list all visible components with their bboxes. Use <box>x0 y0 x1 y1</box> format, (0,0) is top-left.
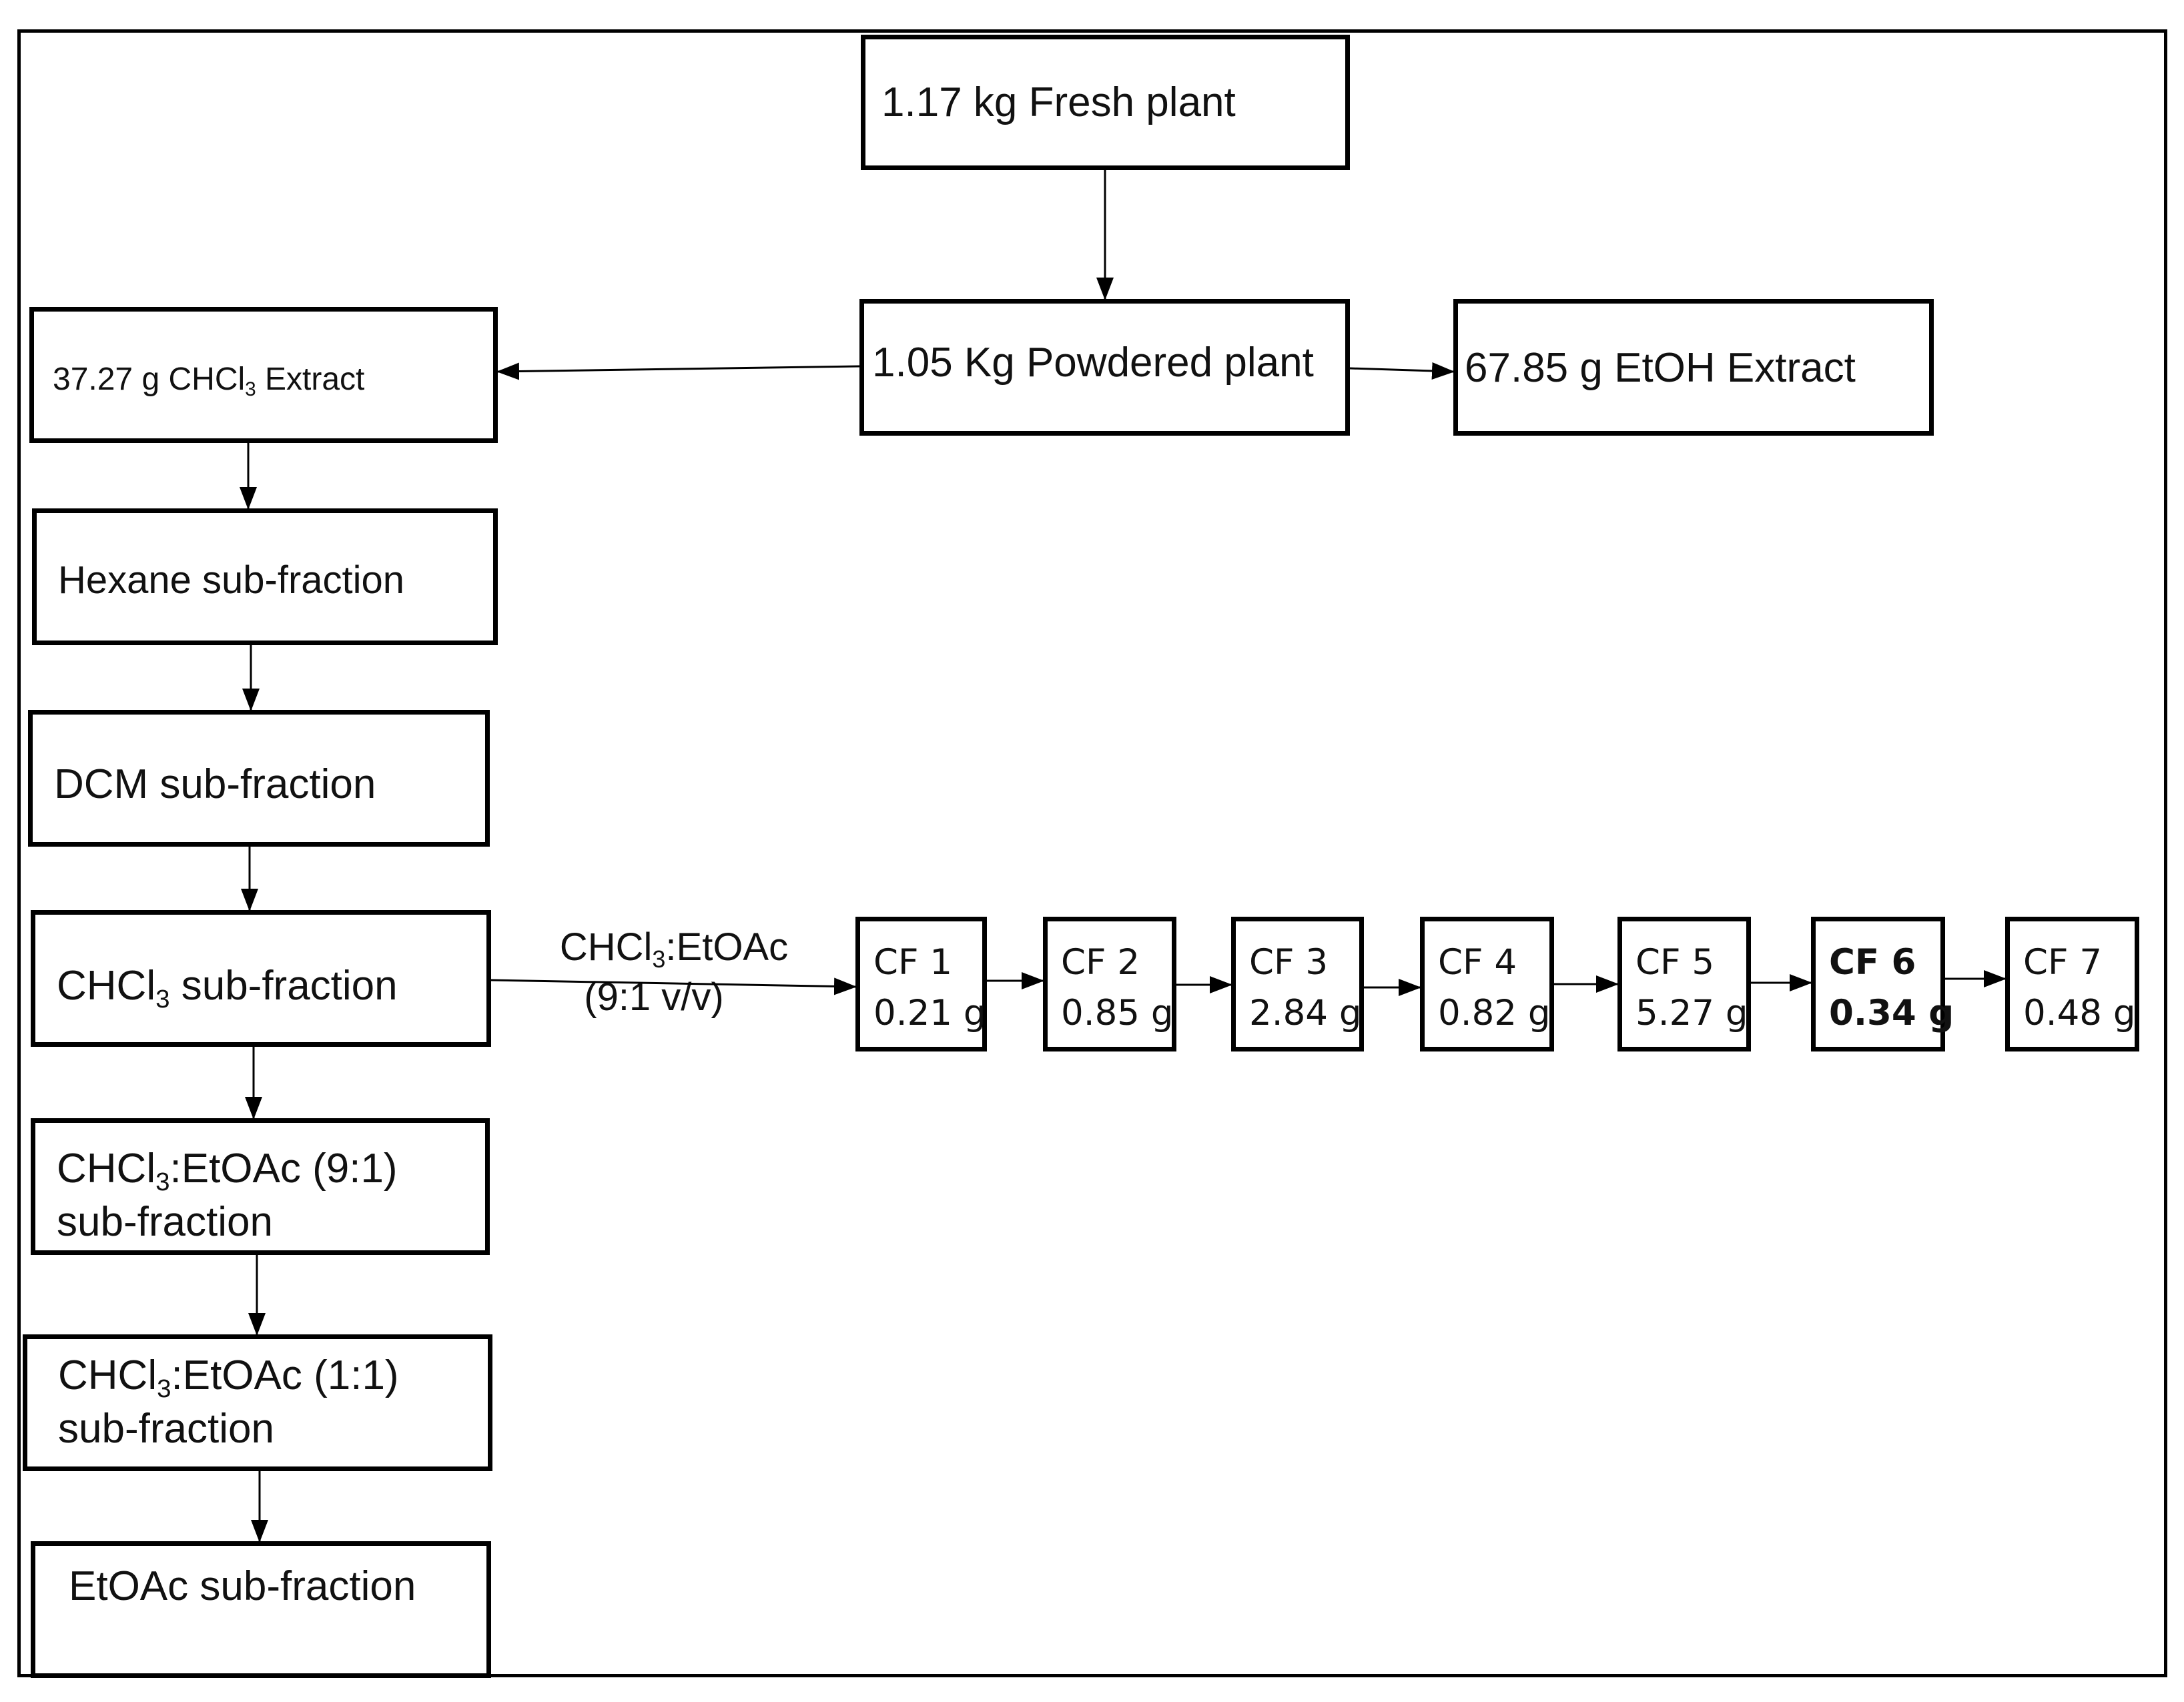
fraction-mass: 0.85 g <box>1061 993 1174 1033</box>
chcl3-etoac-1-1-label-line2: sub-fraction <box>58 1406 274 1452</box>
arrow-powdered-to-chcl3-extract <box>496 362 860 380</box>
column-eluent-label: CHCl3:EtOAc (9:1 v/v) <box>540 922 807 1023</box>
chcl3-subfraction-label: CHCl3 sub-fraction <box>57 963 398 1013</box>
dcm-subfraction-label: DCM sub-fraction <box>54 761 376 807</box>
chcl3-etoac-9-1-subfraction-box: CHCl3:EtOAc (9:1) sub-fraction <box>31 1118 490 1255</box>
arrow-chcl3-sub-to-cf1 <box>490 977 857 995</box>
chcl3-subfraction-box: CHCl3 sub-fraction <box>31 910 491 1047</box>
chcl3-etoac-1-1-label: CHCl3:EtOAc (1:1) <box>58 1352 399 1403</box>
fraction-name: CF 1 <box>873 942 953 983</box>
fresh-plant-label: 1.17 kg Fresh plant <box>881 79 1236 125</box>
fraction-name: CF 4 <box>1438 942 1517 983</box>
fraction-mass: 0.48 g <box>2023 993 2136 1033</box>
fraction-box-cf6: CF 6 0.34 g <box>1811 917 1954 1051</box>
fraction-box-cf5: CF 5 5.27 g <box>1617 917 1751 1051</box>
etoh-extract-box: 67.85 g EtOH Extract <box>1453 299 1934 436</box>
fraction-mass: 5.27 g <box>1635 993 1748 1033</box>
powdered-plant-label: 1.05 Kg Powdered plant <box>872 340 1314 386</box>
etoac-subfraction-label: EtOAc sub-fraction <box>69 1563 416 1609</box>
fraction-box-cf2: CF 2 0.85 g <box>1043 917 1176 1051</box>
fraction-mass: 0.82 g <box>1438 993 1551 1033</box>
powdered-plant-box: 1.05 Kg Powdered plant <box>859 299 1350 436</box>
fraction-box-cf3: CF 3 2.84 g <box>1231 917 1364 1051</box>
fraction-name: CF 7 <box>2023 942 2103 983</box>
fraction-box-cf1: CF 1 0.21 g <box>855 917 987 1051</box>
chcl3-etoac-1-1-subfraction-box: CHCl3:EtOAc (1:1) sub-fraction <box>23 1334 492 1471</box>
chcl3-extract-label: 37.27 g CHCl3 Extract <box>53 362 365 400</box>
chcl3-etoac-9-1-label-line2: sub-fraction <box>57 1199 273 1245</box>
fraction-name: CF 3 <box>1249 942 1329 983</box>
etoh-extract-label: 67.85 g EtOH Extract <box>1465 345 1856 391</box>
fraction-name: CF 2 <box>1061 942 1140 983</box>
chcl3-etoac-9-1-label: CHCl3:EtOAc (9:1) <box>57 1146 398 1196</box>
fraction-name: CF 6 <box>1829 942 1916 983</box>
fraction-box-cf7: CF 7 0.48 g <box>2005 917 2139 1051</box>
fresh-plant-box: 1.17 kg Fresh plant <box>861 35 1350 170</box>
fraction-name: CF 5 <box>1635 942 1715 983</box>
hexane-subfraction-label: Hexane sub-fraction <box>58 558 405 602</box>
column-eluent-line1: CHCl3:EtOAc <box>559 925 789 973</box>
etoac-subfraction-box: EtOAc sub-fraction <box>31 1541 491 1678</box>
dcm-subfraction-box: DCM sub-fraction <box>28 710 490 847</box>
fraction-mass: 0.34 g <box>1829 993 1954 1033</box>
fraction-mass: 0.21 g <box>873 993 986 1033</box>
fraction-box-cf4: CF 4 0.82 g <box>1420 917 1554 1051</box>
hexane-subfraction-box: Hexane sub-fraction <box>32 508 498 645</box>
arrow-powdered-to-etoh-extract <box>1349 362 1455 380</box>
fraction-mass: 2.84 g <box>1249 993 1362 1033</box>
chcl3-extract-box: 37.27 g CHCl3 Extract <box>29 307 498 443</box>
